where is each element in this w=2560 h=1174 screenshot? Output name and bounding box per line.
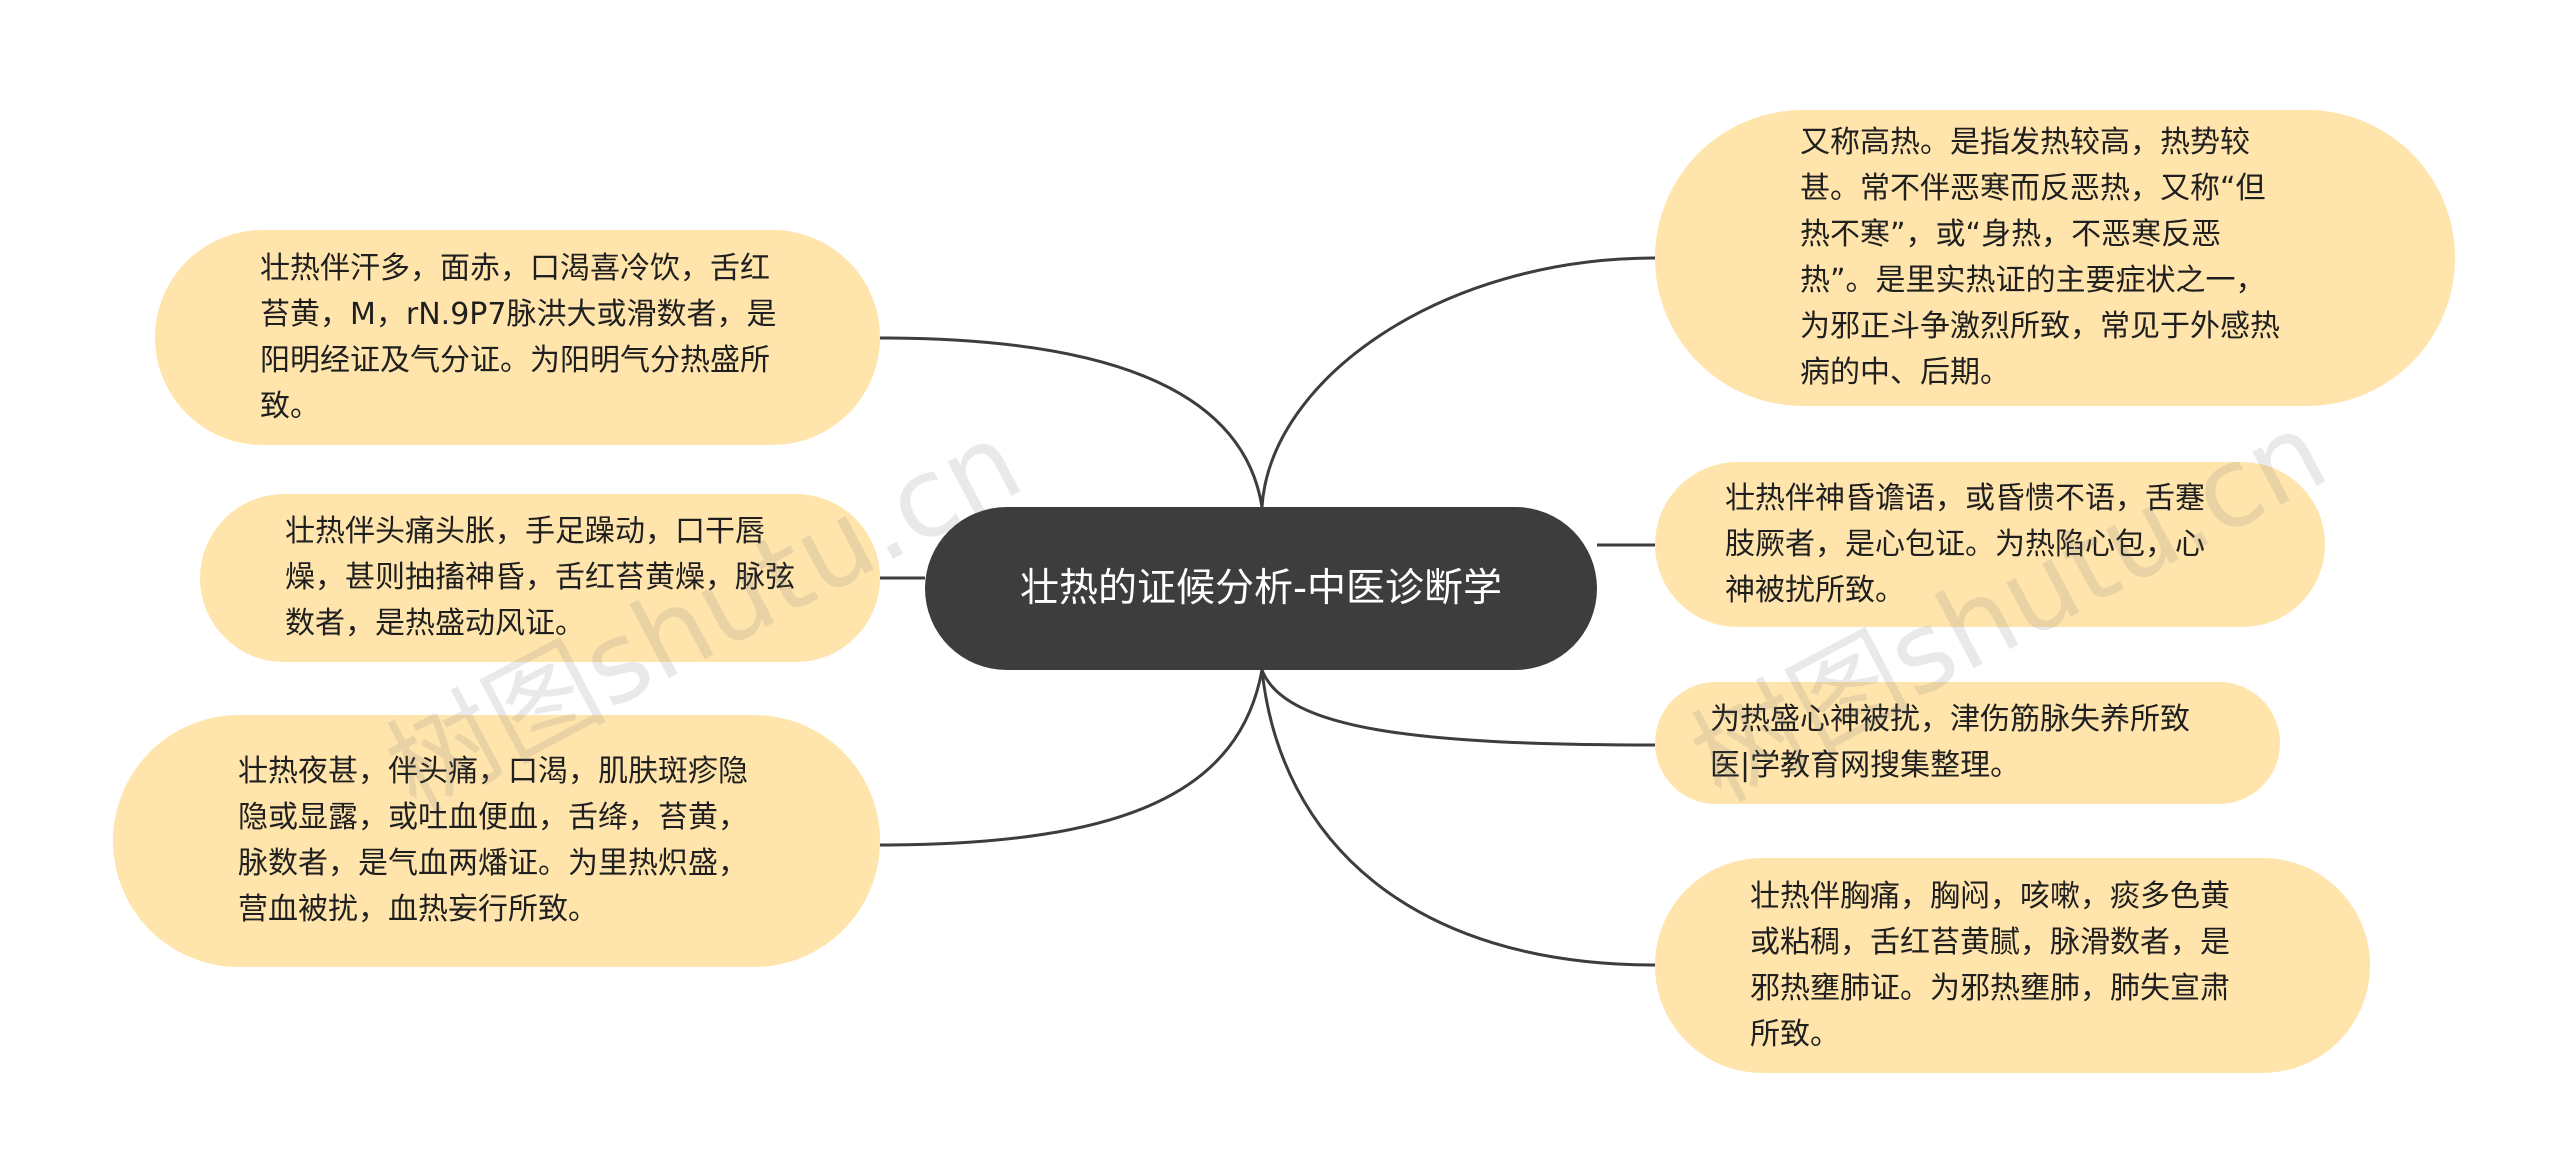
central-topic-label: 壮热的证候分析-中医诊断学 <box>1019 565 1503 611</box>
link-right-4 <box>1260 669 1656 967</box>
right-node-2[interactable]: 壮热伴神昏谵语，或昏愦不语，舌蹇肢厥者，是心包证。为热陷心包，心神被扰所致。 <box>1655 462 2325 627</box>
right-node-4-text: 壮热伴胸痛，胸闷，咳嗽，痰多色黄或粘稠，舌红苔黄腻，脉滑数者，是邪热壅肺证。为邪… <box>1750 878 2230 1052</box>
right-node-3[interactable]: 为热盛心神被扰，津伤筋脉失养所致医|学教育网搜集整理。 <box>1655 682 2280 804</box>
link-right-1 <box>1260 256 1656 508</box>
left-node-2-text: 壮热伴头痛头胀，手足躁动，口干唇燥，甚则抽搐神昏，舌红苔黄燥，脉弦数者，是热盛动… <box>285 514 795 641</box>
right-node-1-text: 又称高热。是指发热较高，热势较甚。常不伴恶寒而反恶热，又称“但热不寒”，或“身热… <box>1800 125 2280 390</box>
right-node-1[interactable]: 又称高热。是指发热较高，热势较甚。常不伴恶寒而反恶热，又称“但热不寒”，或“身热… <box>1655 110 2455 406</box>
right-node-2-text: 壮热伴神昏谵语，或昏愦不语，舌蹇肢厥者，是心包证。为热陷心包，心神被扰所致。 <box>1725 480 2205 608</box>
left-node-2[interactable]: 壮热伴头痛头胀，手足躁动，口干唇燥，甚则抽搐神昏，舌红苔黄燥，脉弦数者，是热盛动… <box>200 494 880 662</box>
right-node-3-text: 为热盛心神被扰，津伤筋脉失养所致医|学教育网搜集整理。 <box>1710 702 2190 783</box>
left-node-3[interactable]: 壮热夜甚，伴头痛，口渴，肌肤斑疹隐隐或显露，或吐血便血，舌绛，苔黄，脉数者，是气… <box>113 715 880 967</box>
left-node-1[interactable]: 壮热伴汗多，面赤，口渴喜冷饮，舌红苔黄，M，rN.9P7脉洪大或滑数者，是阳明经… <box>155 230 880 445</box>
link-left-1 <box>879 336 1264 508</box>
left-node-3-text: 壮热夜甚，伴头痛，口渴，肌肤斑疹隐隐或显露，或吐血便血，舌绛，苔黄，脉数者，是气… <box>238 754 748 927</box>
link-left-3 <box>879 669 1264 847</box>
link-right-3 <box>1260 669 1656 747</box>
central-topic[interactable]: 壮热的证候分析-中医诊断学 <box>925 507 1597 670</box>
right-node-4[interactable]: 壮热伴胸痛，胸闷，咳嗽，痰多色黄或粘稠，舌红苔黄腻，脉滑数者，是邪热壅肺证。为邪… <box>1655 858 2370 1073</box>
left-node-1-text: 壮热伴汗多，面赤，口渴喜冷饮，舌红苔黄，M，rN.9P7脉洪大或滑数者，是阳明经… <box>260 250 777 424</box>
